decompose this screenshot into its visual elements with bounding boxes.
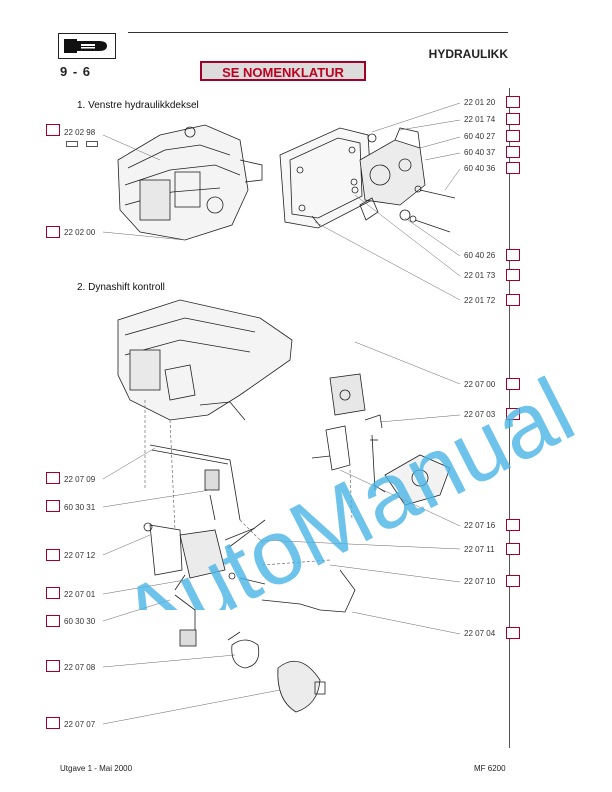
subsection-2-title: 2. Dynashift kontroll — [77, 282, 165, 293]
nomenclature-button[interactable]: SE NOMENKLATUR — [200, 61, 366, 81]
ref-22-07-09: 22 07 09 — [64, 475, 96, 484]
ref-box-22-07-16[interactable] — [506, 519, 520, 531]
section-title: HYDRAULIKK — [428, 47, 508, 61]
ref-box-60-40-26[interactable] — [506, 249, 520, 261]
page-number: 9 - 6 — [60, 64, 92, 79]
ref-22-07-16: 22 07 16 — [464, 521, 496, 530]
ref-box-22-07-10[interactable] — [506, 575, 520, 587]
ref-box-60-30-30[interactable] — [46, 615, 60, 627]
ref-box-22-01-74[interactable] — [506, 113, 520, 125]
ref-box-22-07-11[interactable] — [506, 543, 520, 555]
manual-logo-icon — [58, 33, 116, 59]
ref-box-22-07-12[interactable] — [46, 549, 60, 561]
ref-22-02-00: 22 02 00 — [64, 228, 96, 237]
ref-60-40-36: 60 40 36 — [464, 164, 496, 173]
ref-22-07-04: 22 07 04 — [464, 629, 496, 638]
ref-22-01-74: 22 01 74 — [464, 115, 496, 124]
ref-box-22-01-20[interactable] — [506, 96, 520, 108]
ref-22-07-11: 22 07 11 — [464, 545, 495, 554]
ref-22-07-07: 22 07 07 — [64, 720, 96, 729]
ref-22-07-12: 22 07 12 — [64, 551, 96, 560]
ref-box-22-07-07[interactable] — [46, 717, 60, 729]
ref-60-30-30: 60 30 30 — [64, 617, 96, 626]
seal-ring-icon — [66, 141, 78, 147]
ref-box-60-40-37[interactable] — [506, 146, 520, 158]
ref-box-22-07-04[interactable] — [506, 627, 520, 639]
ref-box-22-07-01[interactable] — [46, 587, 60, 599]
ref-box-22-02-98[interactable] — [46, 124, 60, 136]
ref-box-22-07-08[interactable] — [46, 660, 60, 672]
footer-edition: Utgave 1 - Mai 2000 — [60, 764, 133, 773]
ref-22-07-08: 22 07 08 — [64, 663, 96, 672]
ref-box-22-01-72[interactable] — [506, 294, 520, 306]
ref-60-40-27: 60 40 27 — [464, 132, 496, 141]
ref-22-01-20: 22 01 20 — [464, 98, 496, 107]
ref-box-60-40-36[interactable] — [506, 162, 520, 174]
ref-22-01-73: 22 01 73 — [464, 271, 496, 280]
ref-22-07-01: 22 07 01 — [64, 590, 96, 599]
ref-60-40-37: 60 40 37 — [464, 148, 496, 157]
ref-box-22-07-00[interactable] — [506, 378, 520, 390]
ref-22-02-98: 22 02 98 — [64, 128, 96, 137]
seal-ring-icon — [86, 141, 98, 147]
ref-22-01-72: 22 01 72 — [464, 296, 496, 305]
ref-box-22-07-09[interactable] — [46, 472, 60, 484]
ref-box-22-07-03[interactable] — [506, 408, 520, 420]
ref-box-60-40-27[interactable] — [506, 130, 520, 142]
ref-box-22-02-00[interactable] — [46, 226, 60, 238]
ref-box-60-30-31[interactable] — [46, 500, 60, 512]
ref-22-07-10: 22 07 10 — [464, 577, 496, 586]
ref-22-07-03: 22 07 03 — [464, 410, 496, 419]
ref-60-30-31: 60 30 31 — [64, 503, 96, 512]
header-rule — [128, 32, 508, 33]
subsection-1-title: 1. Venstre hydraulikkdeksel — [77, 100, 199, 111]
ref-box-22-01-73[interactable] — [506, 269, 520, 281]
ref-60-40-26: 60 40 26 — [464, 251, 496, 260]
ref-22-07-00: 22 07 00 — [464, 380, 496, 389]
footer-model: MF 6200 — [474, 764, 506, 773]
